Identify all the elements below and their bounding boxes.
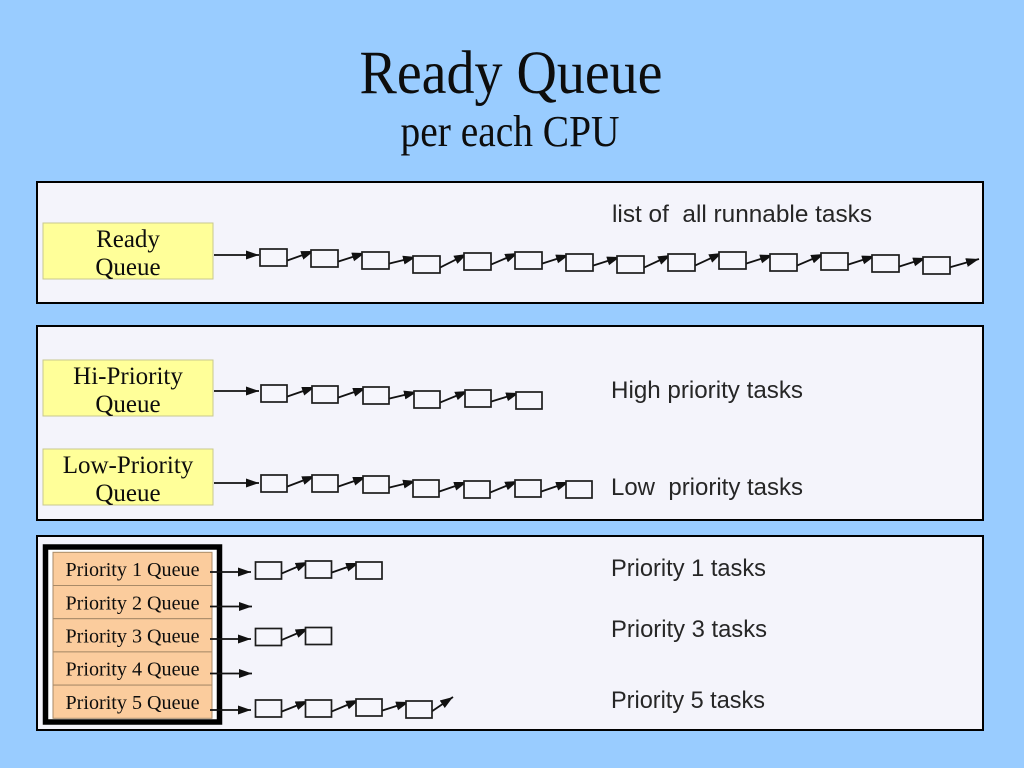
svg-text:Low-Priority: Low-Priority: [63, 452, 194, 479]
svg-text:Priority 1 tasks: Priority 1 tasks: [611, 555, 766, 582]
svg-text:Hi-Priority: Hi-Priority: [73, 363, 183, 390]
svg-text:Ready: Ready: [96, 226, 160, 253]
svg-text:Priority 3 tasks: Priority 3 tasks: [611, 616, 767, 643]
svg-text:Ready Queue: Ready Queue: [360, 40, 663, 107]
svg-text:per each CPU: per each CPU: [401, 107, 620, 156]
svg-text:Priority 5 tasks: Priority 5 tasks: [611, 687, 765, 714]
svg-text:Priority 5 Queue: Priority 5 Queue: [66, 692, 200, 714]
svg-text:Low priority tasks: Low priority tasks: [611, 474, 803, 501]
svg-text:Priority 2 Queue: Priority 2 Queue: [66, 592, 200, 614]
svg-text:Priority 1 Queue: Priority 1 Queue: [66, 559, 200, 581]
svg-text:Queue: Queue: [95, 391, 160, 418]
svg-text:Priority 3 Queue: Priority 3 Queue: [66, 626, 200, 648]
svg-text:Queue: Queue: [95, 480, 160, 507]
svg-text:Priority 4 Queue: Priority 4 Queue: [66, 659, 200, 681]
svg-text:High priority tasks: High priority tasks: [611, 377, 803, 404]
svg-text:list of all runnable tasks: list of all runnable tasks: [612, 201, 872, 228]
svg-text:Queue: Queue: [95, 254, 160, 281]
